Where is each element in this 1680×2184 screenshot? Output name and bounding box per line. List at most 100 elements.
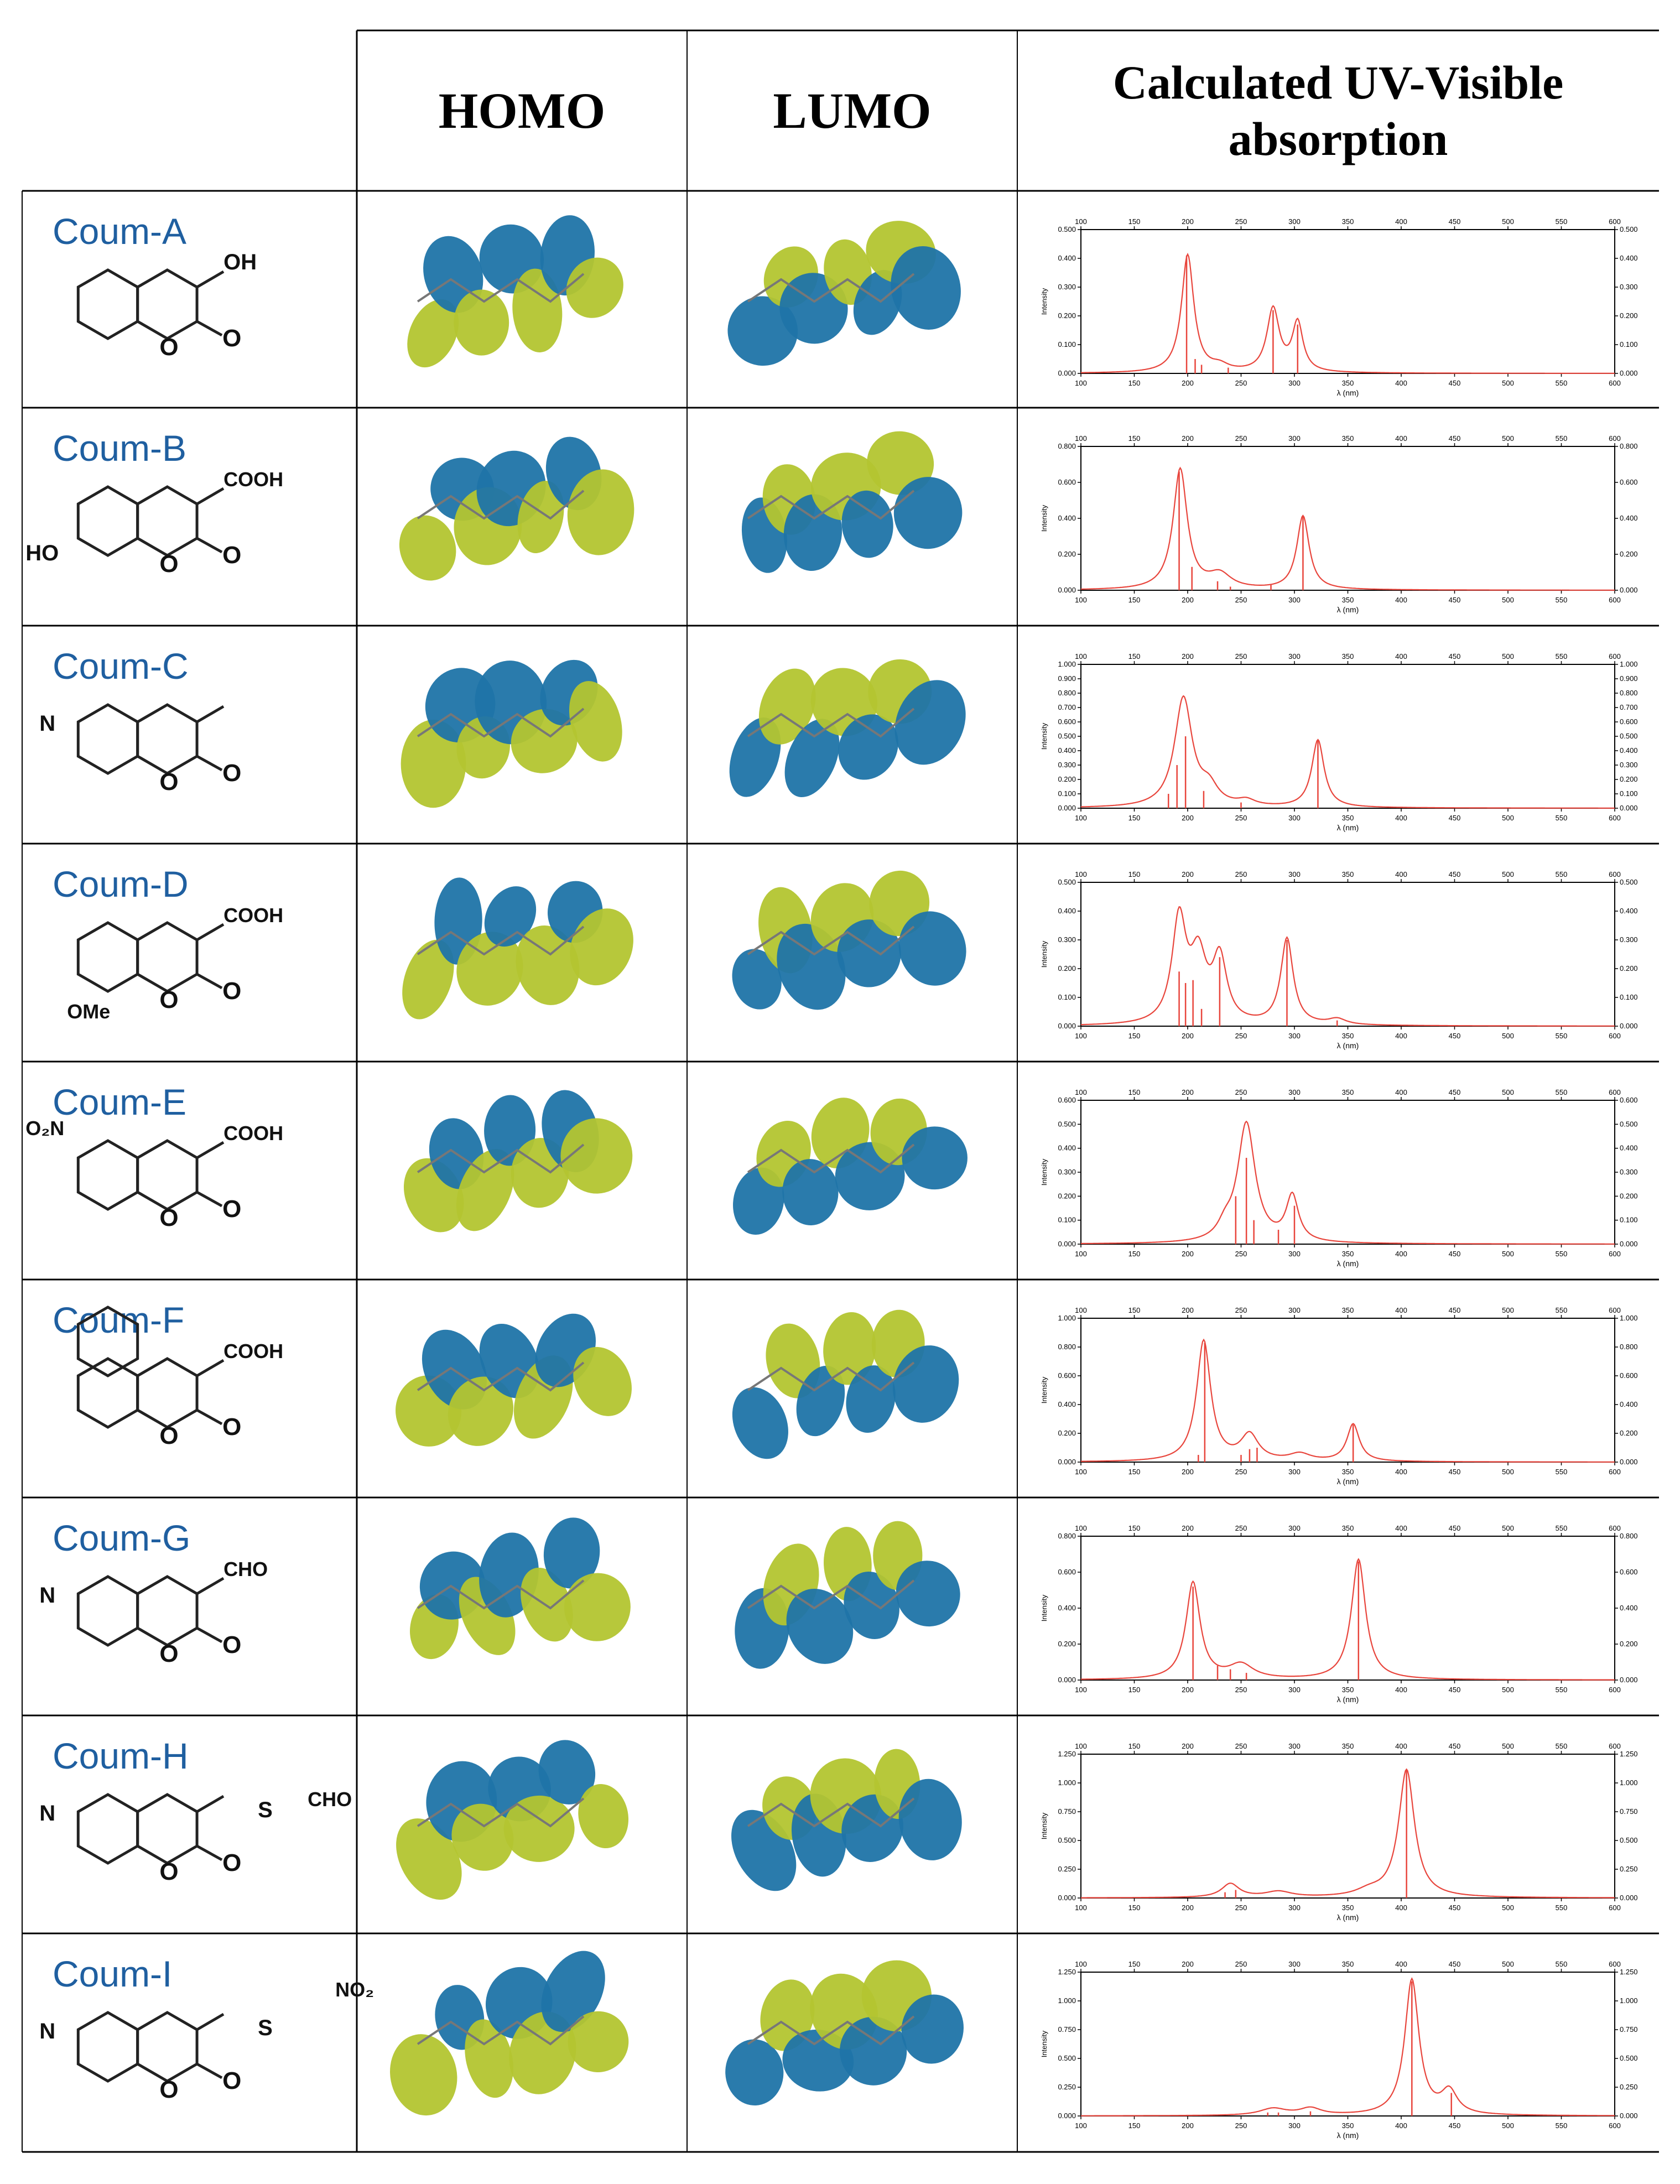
benzene-ring (76, 268, 139, 340)
y-tick-label-right: 0.000 (1620, 1894, 1638, 1902)
x-tick-label-top: 550 (1556, 217, 1568, 226)
lumo-cell (733, 1098, 968, 1235)
pyranone-ring (136, 485, 199, 557)
orbital-lobe (725, 2039, 784, 2106)
x-tick-label-top: 300 (1288, 1306, 1301, 1314)
y-tick-label-right: 0.800 (1620, 442, 1638, 450)
orbital-lobe (758, 668, 816, 745)
homo-orbital (410, 1517, 631, 1660)
y-tick-label-right: 0.500 (1620, 878, 1638, 886)
x-tick-label-top: 150 (1128, 434, 1141, 443)
y-tick-label-right: 0.200 (1620, 1429, 1638, 1437)
orbital-lobe (891, 246, 961, 330)
carbonyl-bond (196, 1844, 223, 1861)
y-tick-label: 0.100 (1058, 1216, 1076, 1224)
x-tick-label: 500 (1502, 1250, 1514, 1258)
x-tick-label: 300 (1288, 2121, 1301, 2130)
x-tick-label-top: 250 (1235, 1960, 1247, 1968)
orbital-lobe (568, 2011, 629, 2072)
benzene-ring (76, 485, 139, 557)
substituent-bond (196, 1141, 225, 1159)
x-tick-label-top: 400 (1395, 434, 1407, 443)
x-tick-label-top: 350 (1342, 870, 1354, 878)
orbital-lobe (898, 911, 966, 986)
x-tick-label-top: 500 (1502, 870, 1514, 878)
y-tick-label-right: 1.000 (1620, 1996, 1638, 2005)
homo-cell (407, 215, 623, 368)
y-tick-label-right: 0.200 (1620, 1640, 1638, 1648)
x-tick-label-top: 200 (1182, 1306, 1194, 1314)
uv-spectrum-chart: 1001001501502002002502503003003503504004… (1040, 1742, 1638, 1922)
ring-oxygen-label: O (159, 768, 178, 795)
x-tick-label: 350 (1342, 814, 1354, 822)
x-tick-label: 250 (1235, 1032, 1247, 1040)
orbital-lobe (896, 1561, 960, 1627)
orbital-lobe (512, 268, 563, 352)
orbital-lobe (839, 2016, 907, 2086)
molecule-skeleton (417, 925, 585, 956)
x-tick-label-top: 100 (1075, 1742, 1087, 1750)
x-tick-label-top: 450 (1449, 1524, 1461, 1532)
molecule-skeleton (747, 2015, 915, 2046)
x-tick-label: 250 (1235, 379, 1247, 387)
y-tick-label-right: 0.800 (1620, 1343, 1638, 1351)
benzene-ring (76, 1139, 139, 1211)
amine-label: N (39, 1801, 55, 1826)
x-tick-label-top: 600 (1609, 217, 1621, 226)
x-tick-label-top: 500 (1502, 1088, 1514, 1096)
molecule-skeleton (747, 1579, 915, 1610)
carbonyl-bond (196, 1626, 223, 1644)
y-tick-label: 0.300 (1058, 935, 1076, 944)
y-tick-label: 1.250 (1058, 1968, 1076, 1976)
benzene-ring (76, 2011, 139, 2083)
x-tick-label: 400 (1395, 814, 1407, 822)
x-tick-label: 200 (1182, 1032, 1194, 1040)
lumo-orbital (729, 659, 966, 798)
y-axis-label: Intensity (1040, 2030, 1048, 2057)
lumo-cell (732, 1309, 959, 1459)
x-tick-label: 400 (1395, 379, 1407, 387)
naphtho-ring (76, 1306, 139, 1377)
plot-frame (1080, 882, 1615, 1027)
spectrum-curve (1081, 1768, 1615, 1899)
molecule-skeleton (417, 1361, 585, 1392)
x-tick-label: 550 (1556, 2121, 1568, 2130)
x-tick-label-top: 350 (1342, 1742, 1354, 1750)
x-tick-label-top: 200 (1182, 1960, 1194, 1968)
uv-spectrum-chart: 1001001501502002002502503003003503504004… (1040, 870, 1638, 1050)
carbonyl-oxygen-label: O (222, 1195, 241, 1223)
y-tick-label: 0.400 (1058, 1604, 1076, 1612)
plot-frame (1080, 1536, 1615, 1681)
x-tick-label: 100 (1075, 814, 1087, 822)
x-tick-label-top: 450 (1449, 434, 1461, 443)
x-tick-label: 450 (1449, 379, 1461, 387)
molecule-skeleton (417, 708, 585, 738)
y-tick-label: 1.000 (1058, 660, 1076, 668)
x-tick-label-top: 350 (1342, 217, 1354, 226)
x-tick-label: 350 (1342, 1904, 1354, 1912)
carbonyl-oxygen-label: O (222, 977, 241, 1005)
homo-orbital (390, 1951, 629, 2116)
lumo-cell (731, 1749, 962, 1891)
homo-cell (399, 436, 634, 581)
y-tick-label-right: 0.400 (1620, 746, 1638, 755)
x-tick-label: 550 (1556, 596, 1568, 604)
x-tick-label-top: 600 (1609, 434, 1621, 443)
x-tick-label-top: 550 (1556, 1306, 1568, 1314)
y-tick-label-right: 0.900 (1620, 674, 1638, 683)
lumo-orbital (732, 870, 966, 1010)
x-tick-label: 250 (1235, 2121, 1247, 2130)
y-tick-label-right: 0.400 (1620, 1400, 1638, 1408)
orbital-lobe (567, 469, 634, 555)
x-tick-label: 600 (1609, 1032, 1621, 1040)
y-tick-label-right: 0.600 (1620, 1096, 1638, 1104)
nitro-label: NO₂ (335, 1978, 374, 2001)
